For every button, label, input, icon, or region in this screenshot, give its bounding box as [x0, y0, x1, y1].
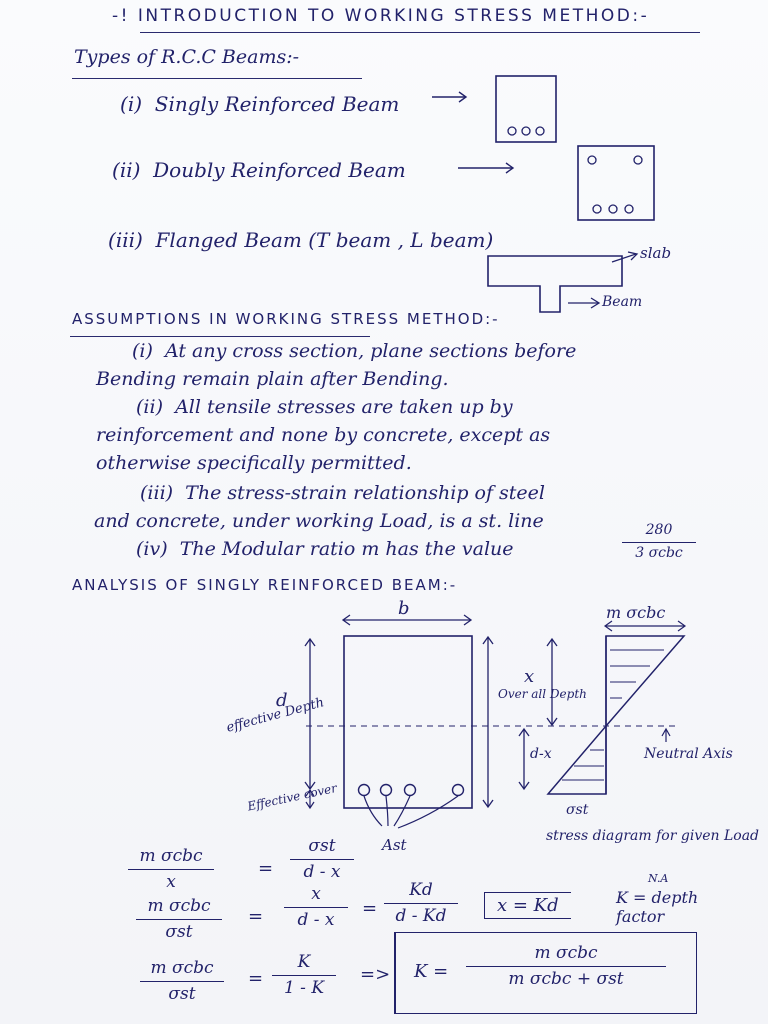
assumption-3-line2: and concrete, under working Load, is a s…: [94, 510, 544, 532]
beam-type-3-num: iii: [115, 228, 136, 252]
width-dimension: [341, 614, 473, 626]
eq3-mid: K 1 - K: [272, 952, 336, 1000]
analysis-diagram: b d effective Depth Effective cover Ast: [225, 600, 759, 850]
eq1-equals: =: [258, 858, 274, 879]
modular-ratio-fraction: 280 3 σcbc: [622, 522, 696, 562]
effective-cover-label: Effective cover: [245, 781, 339, 814]
eq2-rhs: Kd d - Kd: [384, 880, 458, 928]
neutral-axis-label: Neutral Axis: [643, 746, 733, 762]
slab-arrow: [611, 251, 639, 263]
modular-ratio-numerator: 280: [645, 522, 673, 538]
assumption-2-num: ii: [143, 396, 156, 418]
assumptions-heading: ASSUMPTIONS IN WORKING STRESS METHOD:-: [72, 310, 500, 328]
ast-label: Ast: [380, 836, 408, 850]
beam-label: Beam: [601, 294, 642, 310]
flanged-beam-section: [487, 255, 623, 313]
singly-beam-arrow: [432, 91, 468, 103]
beam-type-1-num: i: [127, 92, 135, 116]
slab-label: slab: [640, 244, 671, 262]
dx-dimension: [518, 727, 530, 791]
assumption-2-line2: reinforcement and none by concrete, exce…: [96, 424, 551, 446]
assumption-2-line1: (ii) All tensile stresses are taken up b…: [136, 396, 513, 418]
assumptions-underline: [70, 336, 370, 337]
x-equals-kd-box: x = Kd: [484, 892, 571, 919]
eq2-equals-1: =: [248, 906, 264, 927]
assumption-3-line1: (iii) The stress-strain relationship of …: [140, 482, 545, 504]
beam-section: [343, 635, 473, 809]
doubly-beam-bars: [587, 155, 643, 214]
assumption-4-line1: (iv) The Modular ratio m has the value: [136, 538, 514, 560]
assumption-2-line3: otherwise specifically permitted.: [96, 452, 412, 474]
eq3-equals: =: [248, 968, 264, 989]
assumption-3-num: iii: [147, 482, 166, 504]
title-underline: [140, 32, 700, 33]
sst-label: σst: [566, 802, 589, 818]
beam-type-1: (i) Singly Reinforced Beam: [120, 92, 400, 116]
analysis-heading: ANALYSIS OF SINGLY REINFORCED BEAM:-: [72, 576, 458, 594]
doubly-beam-section: [577, 145, 655, 221]
overall-depth-label: Over all Depth: [498, 687, 587, 701]
x-dimension: [546, 637, 558, 727]
eq1-rhs: σst d - x: [290, 836, 354, 884]
eq2-equals-2: =: [362, 898, 378, 919]
stress-hatching: [562, 649, 664, 781]
assumption-1-num: i: [139, 340, 146, 362]
overall-depth-dimension: [482, 635, 494, 809]
beam-sketches: slab Beam: [432, 75, 671, 313]
beam-type-2-num: ii: [119, 158, 133, 182]
stress-top-dimension: [603, 620, 687, 632]
k-prefix: K =: [414, 961, 449, 982]
effective-cover-dimension: [305, 788, 315, 810]
neutral-axis-arrow: [661, 727, 671, 742]
tension-bars: [357, 783, 465, 797]
beam-type-1-label: Singly Reinforced Beam: [154, 92, 400, 116]
beam-type-3-label: Flanged Beam (T beam , L beam): [155, 228, 494, 252]
x-label: x: [524, 666, 534, 687]
assumption-4-num: iv: [143, 538, 161, 560]
types-heading: Types of R.C.C Beams:-: [74, 46, 300, 68]
page-title: -! INTRODUCTION TO WORKING STRESS METHOD…: [112, 6, 650, 26]
depth-label: d: [276, 690, 288, 711]
compression-triangle: [605, 635, 686, 729]
k-denominator: m σcbc + σst: [508, 969, 624, 990]
width-label: b: [398, 600, 410, 619]
types-underline: [72, 78, 362, 79]
ast-arrows: [363, 795, 459, 829]
mscbc-label: m σcbc: [606, 603, 665, 622]
stress-caption: stress diagram for given Load: [546, 828, 759, 844]
singly-beam-bars: [507, 126, 545, 136]
depth-factor-definition: K = depth factor: [616, 888, 699, 927]
beam-type-2: (ii) Doubly Reinforced Beam: [112, 158, 406, 182]
implies-arrow: =>: [360, 964, 391, 985]
modular-ratio-denominator: 3 σcbc: [635, 544, 683, 561]
eq2-mid: x d - x: [284, 884, 348, 932]
assumption-1-line1: (i) At any cross section, plane sections…: [132, 340, 577, 362]
beam-label-arrow: [568, 297, 601, 309]
tension-triangle: [546, 723, 607, 795]
k-formula-box: K = m σcbc m σcbc + σst: [394, 932, 697, 1014]
eq2-lhs: m σcbc σst: [136, 896, 222, 944]
beam-type-2-label: Doubly Reinforced Beam: [153, 158, 406, 182]
eq3-lhs: m σcbc σst: [140, 958, 224, 1006]
singly-beam-section: [495, 75, 557, 143]
dx-label: d-x: [530, 746, 552, 762]
k-numerator: m σcbc: [534, 943, 598, 963]
eq1-lhs: m σcbc x: [128, 846, 214, 894]
doubly-beam-arrow: [458, 162, 515, 174]
beam-type-3: (iii) Flanged Beam (T beam , L beam): [108, 228, 494, 252]
assumption-1-line2: Bending remain plain after Bending.: [96, 368, 449, 390]
na-note: N.A: [648, 872, 669, 885]
k-fraction: m σcbc m σcbc + σst: [466, 943, 666, 991]
